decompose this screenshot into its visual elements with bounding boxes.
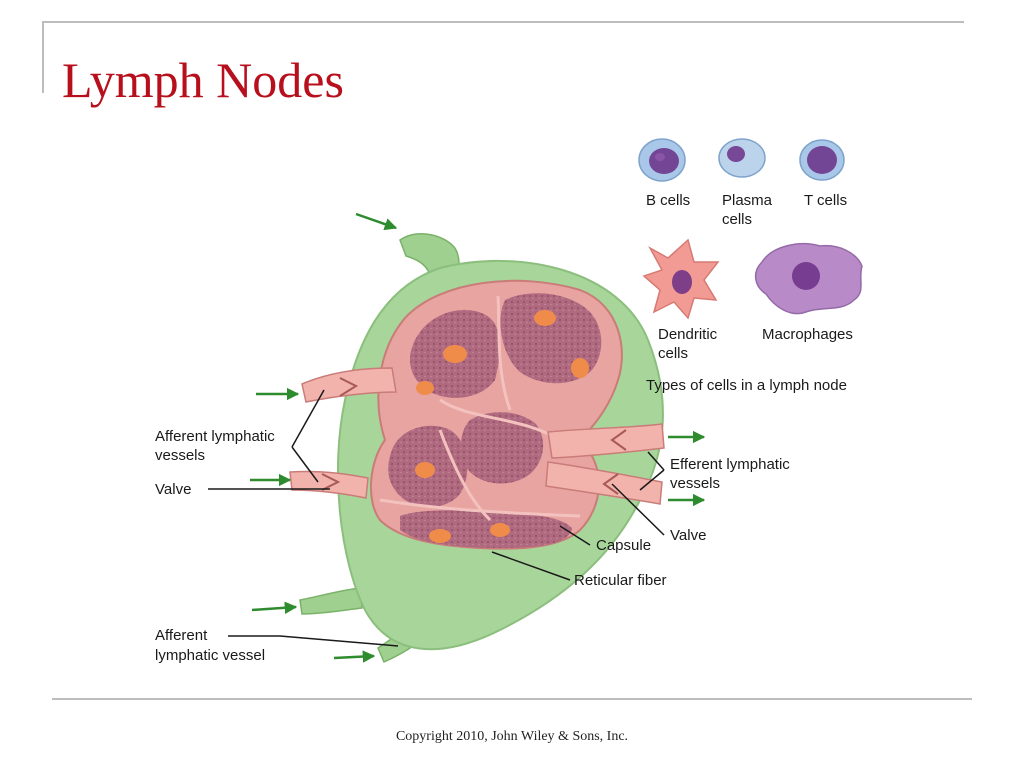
valve-left-lower [321, 473, 341, 491]
t-cell [799, 139, 845, 181]
frame-top-line [42, 21, 964, 23]
slide-title: Lymph Nodes [62, 52, 344, 108]
label-afferent-vessel-line1: Afferent [155, 627, 208, 644]
label-plasma-cells-line1: Plasma [722, 192, 773, 209]
label-t-cells: T cells [804, 192, 847, 209]
leader-efferent-vessels-2 [639, 469, 665, 491]
afferent-vessel-left-upper [301, 367, 397, 403]
label-macrophages: Macrophages [762, 326, 853, 343]
label-efferent-vessels-line2: vessels [670, 475, 720, 492]
b-cell [638, 138, 686, 182]
germinal-center [415, 462, 435, 478]
label-afferent-vessels-line2: vessels [155, 447, 205, 464]
germinal-center [443, 345, 467, 363]
germinal-center [416, 381, 434, 395]
label-afferent-vessel-line2: lymphatic vessel [155, 647, 265, 664]
label-capsule: Capsule [596, 537, 651, 554]
germinal-center [534, 310, 556, 326]
macrophage [754, 243, 863, 315]
label-dendritic-cells-line1: Dendritic [658, 326, 718, 343]
germinal-center [571, 358, 589, 378]
frame-left-line [42, 21, 44, 93]
label-afferent-vessels-line1: Afferent lymphatic [155, 428, 275, 445]
valve-right-lower [602, 473, 619, 495]
label-valve-right: Valve [670, 527, 706, 544]
afferent-vessel-left-lower [289, 470, 369, 499]
plasma-cell [718, 138, 766, 178]
leader-afferent-vessels [291, 389, 325, 448]
leader-efferent-vessels [647, 451, 665, 471]
leader-afferent-vessels-2 [291, 446, 319, 483]
trabeculae [379, 295, 581, 522]
flow-arrows [250, 212, 706, 663]
valve-left-upper [339, 377, 359, 397]
copyright-footer: Copyright 2010, John Wiley & Sons, Inc. [395, 729, 629, 744]
leader-afferent-vessel [228, 635, 399, 647]
lobule [461, 412, 544, 484]
arrow-in-top [355, 212, 398, 231]
frame-bottom-line [52, 698, 972, 700]
lymph-node [289, 232, 665, 663]
cell-types-caption: Types of cells in a lymph node [646, 377, 847, 394]
label-dendritic-cells-line2: cells [658, 345, 688, 362]
label-valve-left: Valve [155, 481, 191, 498]
leader-reticular-fiber [491, 551, 571, 581]
label-b-cells: B cells [646, 192, 690, 209]
cell-types-panel: B cells Plasma cells T cells Dendritic c… [638, 138, 863, 394]
germinal-center [429, 529, 451, 543]
lymph-node-diagram: Afferent lymphatic vessels Valve Efferen… [155, 138, 863, 664]
label-efferent-vessels-line1: Efferent lymphatic [670, 456, 790, 473]
leader-capsule [559, 525, 591, 546]
label-reticular-fiber: Reticular fiber [574, 572, 667, 589]
leader-valve-right [611, 483, 665, 536]
efferent-vessel-upper [547, 423, 665, 459]
valve-right-upper [610, 429, 627, 451]
germinal-center [490, 523, 510, 537]
label-plasma-cells-line2: cells [722, 211, 752, 228]
afferent-vessel-bottom [299, 587, 363, 615]
arrow-in-bottom [251, 601, 298, 615]
dendritic-cell [642, 238, 720, 320]
arrow-in-lowest [333, 650, 376, 663]
leader-lines [208, 389, 665, 647]
